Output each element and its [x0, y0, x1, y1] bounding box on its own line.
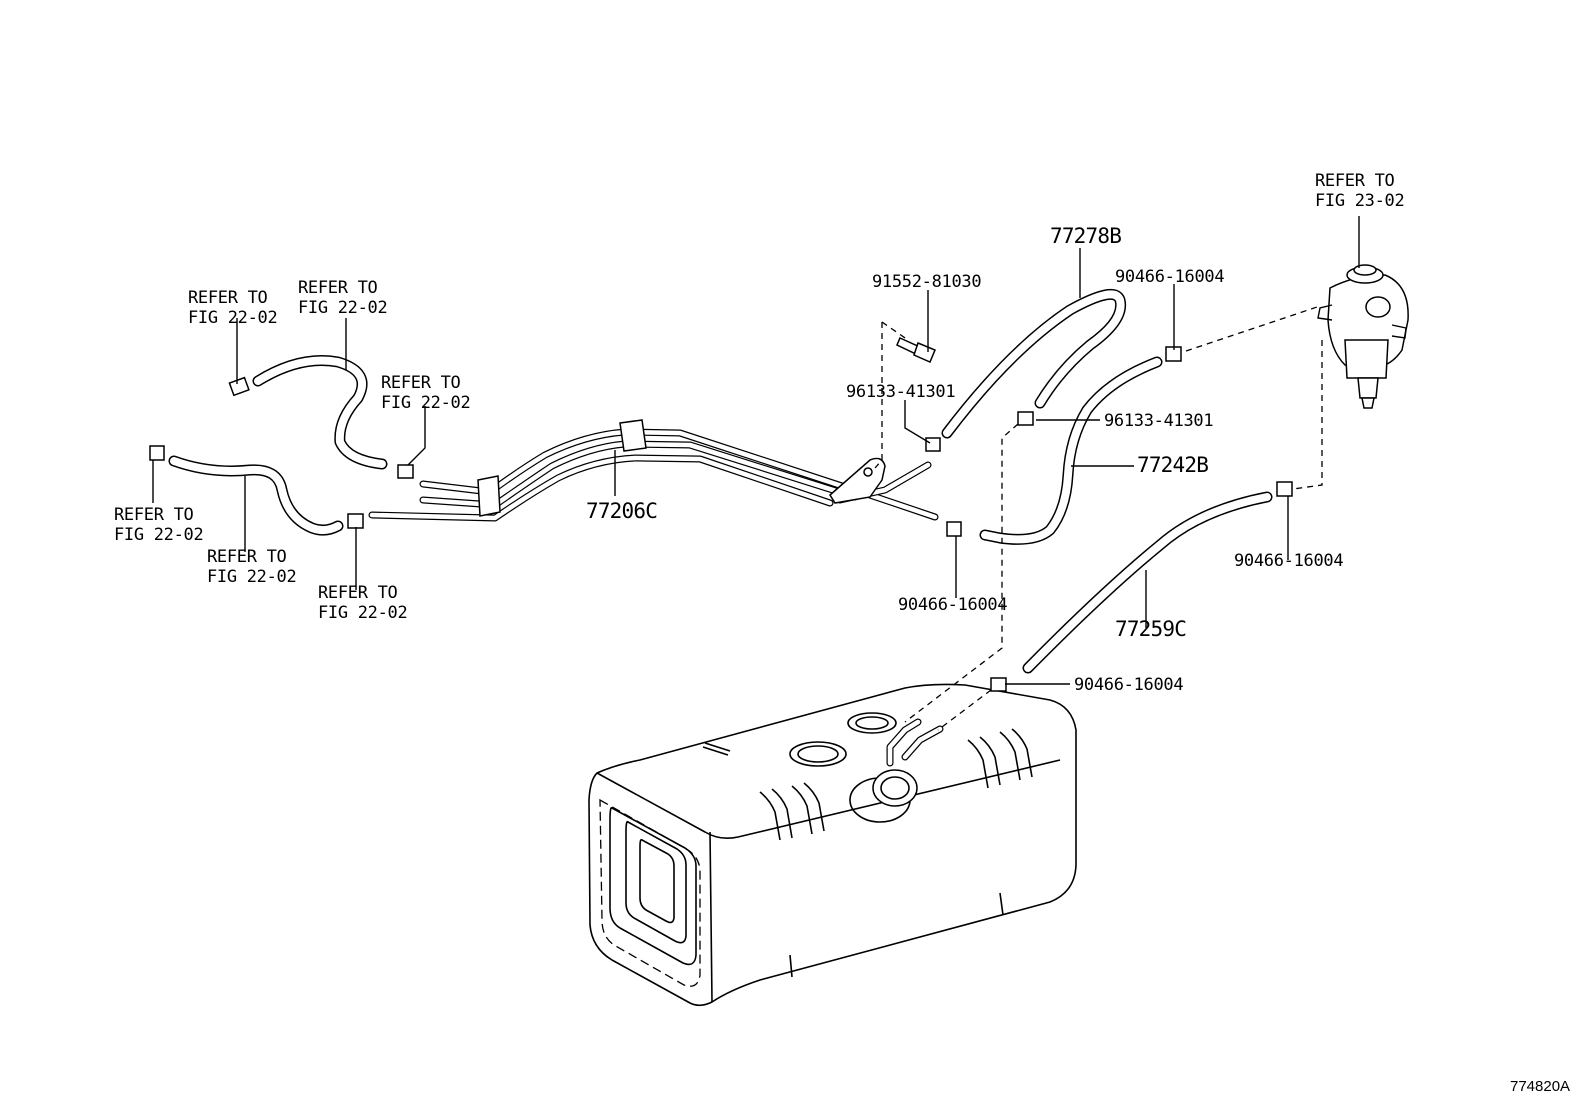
refer-fig-22-02-label: FIG 22-02 — [114, 525, 203, 545]
right-hoses — [941, 288, 1273, 674]
part-number-91552-81030: 91552-81030 — [872, 272, 981, 292]
clamp-icon — [149, 445, 165, 461]
refer-fig-22-02-label: FIG 22-02 — [298, 298, 387, 318]
refer-fig-22-02-label: REFER TO — [207, 547, 287, 567]
refer-fig-22-02-label: REFER TO — [381, 373, 461, 393]
part-number-77278b: 77278B — [1050, 224, 1121, 248]
refer-fig-22-02-label: REFER TO — [298, 278, 378, 298]
refer-fig-23-02-label: FIG 23-02 — [1315, 191, 1404, 211]
hose-clamps — [149, 337, 1293, 692]
refer-fig-22-02-label: FIG 22-02 — [381, 393, 470, 413]
clamp-icon — [397, 464, 414, 479]
clamp-icon — [925, 437, 941, 452]
refer-fig-22-02-label: REFER TO — [318, 583, 398, 603]
part-number-77242b: 77242B — [1137, 453, 1208, 477]
charcoal-canister-drawing — [1317, 264, 1409, 409]
figure-id: 774820A — [1510, 1078, 1570, 1095]
clamp-icon — [228, 376, 250, 397]
refer-fig-23-02-label: REFER TO — [1315, 171, 1395, 191]
dashed-connectors — [874, 305, 1323, 731]
refer-fig-22-02-label: FIG 22-02 — [318, 603, 407, 623]
refer-fig-22-02-label: FIG 22-02 — [188, 308, 277, 328]
left-hoses — [168, 355, 388, 536]
clamp-icon — [1276, 481, 1293, 497]
part-number-90466-16004: 90466-16004 — [898, 595, 1007, 615]
part-number-90466-16004: 90466-16004 — [1234, 551, 1343, 571]
leader-lines — [152, 216, 1360, 685]
fuel-tank-drawing — [588, 683, 1077, 1007]
part-number-77259c: 77259C — [1115, 617, 1186, 641]
part-number-90466-16004: 90466-16004 — [1074, 675, 1183, 695]
clamp-icon — [990, 677, 1007, 692]
main-fuel-tube — [368, 419, 939, 522]
part-number-77206c: 77206C — [586, 499, 657, 523]
part-number-96133-41301: 96133-41301 — [846, 382, 955, 402]
refer-fig-22-02-label: REFER TO — [188, 288, 268, 308]
refer-fig-22-02-label: FIG 22-02 — [207, 567, 296, 587]
clamp-icon — [946, 521, 962, 537]
refer-fig-22-02-label: REFER TO — [114, 505, 194, 525]
part-number-96133-41301: 96133-41301 — [1104, 411, 1213, 431]
clamp-icon — [347, 513, 364, 529]
callout-labels: REFER TO FIG 22-02 REFER TO FIG 22-02 RE… — [114, 171, 1570, 1095]
part-number-90466-16004: 90466-16004 — [1115, 267, 1224, 287]
bolt-icon — [896, 337, 936, 363]
clamp-icon — [1017, 411, 1034, 426]
